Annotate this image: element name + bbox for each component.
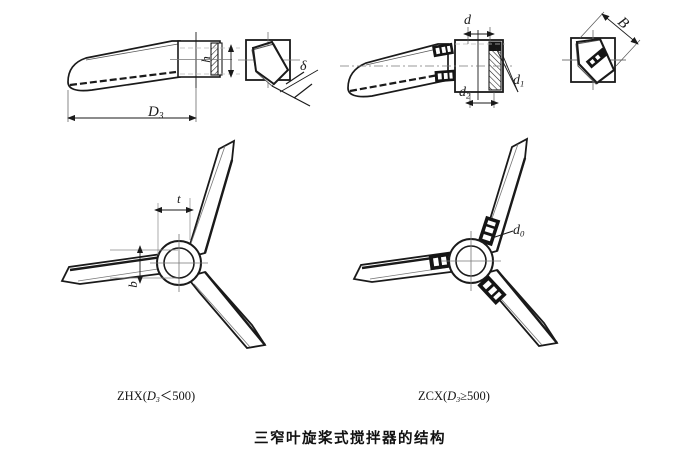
sub-caption-zcx: ZCX(D3≥500) bbox=[418, 389, 490, 405]
zcx-bolt-pad-lower bbox=[434, 69, 456, 83]
zhx-section-blade-thick bbox=[251, 40, 290, 86]
zcx-B-ext-right bbox=[615, 39, 641, 67]
label-blade-diameter-D3: D3 bbox=[148, 104, 164, 122]
zhx-hub-collar bbox=[217, 42, 223, 76]
zhx-side-elevation bbox=[67, 32, 240, 122]
label-blade-width-b: b bbox=[124, 281, 140, 288]
zcx-section-bolt bbox=[585, 47, 609, 69]
label-shaft-d: d bbox=[464, 13, 471, 28]
label-bore-d1: d1 bbox=[513, 73, 525, 89]
zcx-side-elevation bbox=[340, 27, 519, 108]
zcx-section-blade-thick bbox=[575, 37, 616, 85]
zcx-blade-back-edge bbox=[349, 72, 445, 93]
zcx-d1-leader-a bbox=[495, 47, 519, 93]
zhx-delta-tick-b bbox=[293, 83, 313, 99]
zhx-blade-back-edge bbox=[69, 70, 177, 87]
figure-caption: 三窄叶旋桨式搅拌器的结构 bbox=[254, 431, 446, 447]
label-hub-height-h: h bbox=[197, 56, 213, 63]
zhx-blade-top-edge bbox=[85, 43, 179, 61]
zcx-blade-top-edge bbox=[365, 46, 447, 66]
zhx-delta-tick-a bbox=[285, 71, 305, 85]
label-bore-d2: d2 bbox=[459, 85, 471, 101]
zhx-blade-lower-fold bbox=[193, 283, 251, 348]
label-bolt-diameter-d0: d0 bbox=[513, 223, 525, 239]
zcx-d1-leader-b bbox=[502, 55, 519, 93]
zcx-d0-leader bbox=[491, 230, 514, 239]
zcx-B-ext-left bbox=[579, 11, 605, 39]
label-pitch-t: t bbox=[177, 191, 181, 206]
sub-caption-zhx: ZHX(D3＜500) bbox=[117, 389, 196, 405]
zhx-blade-upper bbox=[184, 139, 236, 260]
zcx-blade-cross-section bbox=[562, 11, 641, 90]
zhx-blade-lower-edge bbox=[204, 271, 266, 346]
zcx-plan-view bbox=[352, 137, 559, 347]
zhx-blade-upper-fold bbox=[187, 145, 226, 253]
zcx-B-dimension-line bbox=[601, 13, 639, 45]
zhx-blade-upper-edge bbox=[203, 159, 234, 254]
zhx-delta-axis bbox=[279, 69, 319, 93]
zhx-blade-lower bbox=[185, 270, 267, 349]
zcx-hub-keyway bbox=[489, 42, 501, 51]
zhx-blade-cross-section bbox=[238, 32, 319, 107]
zcx-blade-upper-edge bbox=[495, 157, 527, 252]
label-thickness-delta: δ bbox=[300, 59, 307, 74]
zcx-blade-lower-edge bbox=[496, 269, 558, 344]
zhx-delta-leader bbox=[271, 85, 311, 107]
zhx-plan-view bbox=[60, 139, 267, 349]
